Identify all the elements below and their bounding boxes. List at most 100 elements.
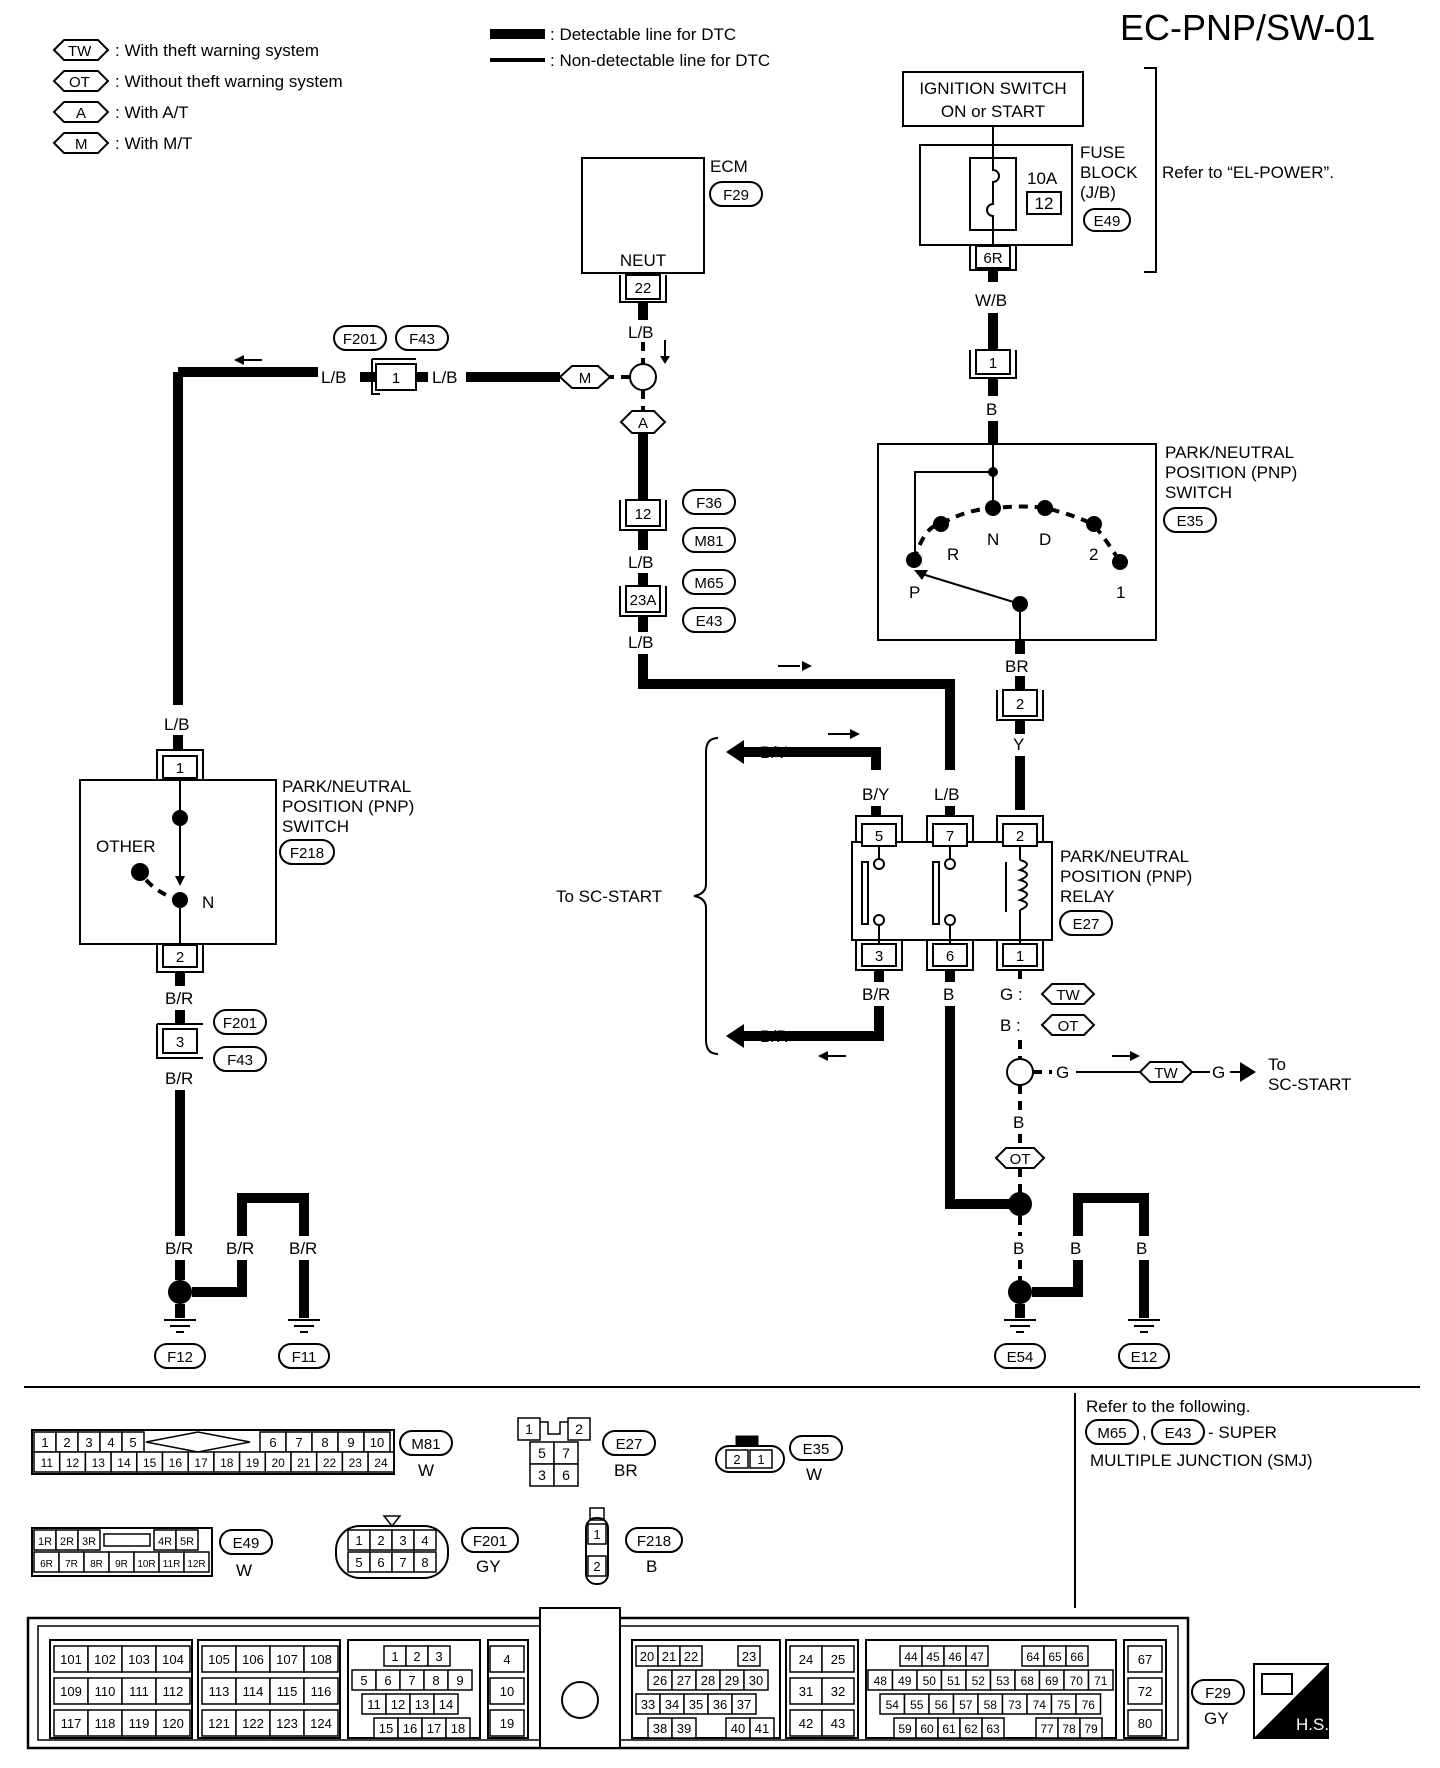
f29-pin-115: 115 — [277, 1684, 298, 1699]
ecm-terminal-neut: NEUT — [620, 251, 666, 270]
view-e35-tag — [789, 1435, 843, 1461]
pnp-pos-r-dot — [933, 516, 949, 532]
relay-pin-7-label: 7 — [946, 828, 954, 845]
view-f29-tag — [1191, 1679, 1245, 1705]
e49-pin-12R-cell — [183, 1551, 210, 1573]
connector-f43-label-top: F43 — [409, 331, 435, 348]
f29-pin-67: 67 — [1138, 1652, 1152, 1667]
e49-pin-6R: 6R — [40, 1559, 53, 1570]
splice-e54 — [1008, 1280, 1032, 1304]
f29-group8 — [1123, 1639, 1167, 1739]
wire-br-mt-label-1: B/R — [165, 989, 193, 1008]
f29-pin-38: 38 — [653, 1721, 667, 1736]
m81-pin-8: 8 — [321, 1435, 328, 1450]
pnp-mt-other: OTHER — [96, 837, 156, 856]
ground-f11-tag — [278, 1343, 330, 1369]
m81-pin-22: 22 — [323, 1456, 337, 1470]
view-f201-color: GY — [476, 1557, 501, 1576]
legend-a-tag-text: A — [76, 105, 86, 122]
refer-e43-tag — [1151, 1419, 1205, 1445]
f29-pin-109-cell — [53, 1677, 89, 1705]
e27-pin-2-cell — [567, 1417, 591, 1441]
pnp-switch-at: P R N D 2 1 — [877, 443, 1157, 641]
f29-pin-71: 71 — [1094, 1674, 1108, 1688]
tag-tw-1 — [1040, 983, 1096, 1005]
view-f29-latch — [561, 1681, 599, 1719]
f29-pin-5: 5 — [360, 1673, 367, 1688]
f29-pin-104: 104 — [162, 1652, 184, 1667]
f29-pin-118: 118 — [95, 1716, 116, 1731]
f29-pin-79: 79 — [1084, 1722, 1098, 1736]
f29-pin-114: 114 — [243, 1684, 264, 1699]
m81-pin-18: 18 — [220, 1456, 234, 1470]
f29-pin-55: 55 — [910, 1698, 924, 1712]
f29-pin-18-cell — [445, 1717, 471, 1739]
pnp-pos-1-dot — [1112, 554, 1128, 570]
connector-f218-label: F218 — [290, 845, 324, 862]
connector-f36-label: F36 — [696, 495, 722, 512]
refer-following-line2: - SUPER — [1208, 1423, 1277, 1442]
pnp-pos-d: D — [1039, 530, 1051, 549]
f218-pin-1-cell — [587, 1523, 607, 1545]
legend-tw-row: TW : With theft warning system — [52, 39, 319, 61]
f29-pin-112: 112 — [163, 1684, 184, 1699]
connector-e35-tag — [1163, 507, 1217, 533]
ground-symbol-f12 — [164, 1319, 196, 1333]
f29-pin-33: 33 — [641, 1697, 655, 1712]
wire-g-label-2: G — [1212, 1063, 1225, 1082]
wire-lb-label-ecm: L/B — [628, 323, 654, 342]
f29-pin-15: 15 — [379, 1721, 393, 1736]
f29-pin-43: 43 — [831, 1716, 845, 1731]
pnp-mt-pin-1-label: 1 — [176, 760, 184, 777]
f29-pin-23: 23 — [742, 1649, 756, 1664]
e35-pin-1-cell — [749, 1449, 773, 1469]
legend-a-text: : With A/T — [115, 103, 189, 122]
view-e27-tag — [602, 1430, 656, 1456]
legend-ot-row: OT : Without theft warning system — [52, 70, 343, 92]
connector-pin-12-label: 12 — [635, 506, 652, 523]
wire-b-pin6-label: B — [943, 985, 954, 1004]
relay-pin-3-label: 3 — [875, 948, 883, 965]
f29-pin-80-cell — [1127, 1709, 1163, 1737]
m81-pin-1: 1 — [41, 1435, 48, 1450]
e35-pin-1: 1 — [757, 1452, 764, 1467]
connector-m81-label: M81 — [694, 533, 723, 550]
f29-pin-6: 6 — [384, 1673, 391, 1688]
pnp-pos-r: R — [947, 545, 959, 564]
f29-pin-52: 52 — [972, 1674, 986, 1688]
f29-pin-29: 29 — [725, 1673, 739, 1688]
connector-f201-label-bottom: F201 — [223, 1015, 257, 1032]
tag-tw-1-text: TW — [1056, 987, 1080, 1004]
f29-pin-43-cell — [821, 1709, 855, 1737]
f29-pin-45: 45 — [926, 1650, 940, 1664]
hs-label: H.S. — [1296, 1715, 1329, 1734]
m81-pin-2: 2 — [63, 1435, 70, 1450]
pnp-relay-line3: RELAY — [1060, 887, 1115, 906]
m81-pin-5: 5 — [129, 1435, 136, 1450]
f29-pin-2: 2 — [413, 1649, 420, 1664]
f29-pin-115-cell — [269, 1677, 305, 1705]
m81-pin-15: 15 — [143, 1456, 157, 1470]
wire-br-label: BR — [1005, 657, 1029, 676]
tag-m — [558, 365, 612, 389]
legend: TW : With theft warning system OT : With… — [52, 25, 770, 154]
refer-m65-tag — [1085, 1419, 1139, 1445]
connector-e49-tag — [1083, 208, 1131, 232]
wire-lb-label-mt: L/B — [164, 715, 190, 734]
f29-pin-17: 17 — [427, 1721, 441, 1736]
view-e27-id: E27 — [616, 1436, 643, 1453]
fuse-amp: 10A — [1027, 169, 1058, 188]
tag-m-text: M — [579, 370, 592, 387]
f29-pin-16: 16 — [403, 1721, 417, 1736]
f201-pin-6: 6 — [377, 1555, 384, 1570]
to-sc-start-bracket-label: To SC-START — [556, 887, 662, 906]
connector-pin-1-right — [975, 349, 1011, 375]
f29-pin-21: 21 — [662, 1649, 676, 1664]
f29-pin-101: 101 — [60, 1652, 82, 1667]
ground-f12-label: F12 — [167, 1349, 193, 1366]
pnp-pos-n-dot — [985, 500, 1001, 516]
pnp-pos-p-dot — [906, 552, 922, 568]
f29-pin-30: 30 — [749, 1673, 763, 1688]
junction-relay — [1006, 1058, 1034, 1086]
